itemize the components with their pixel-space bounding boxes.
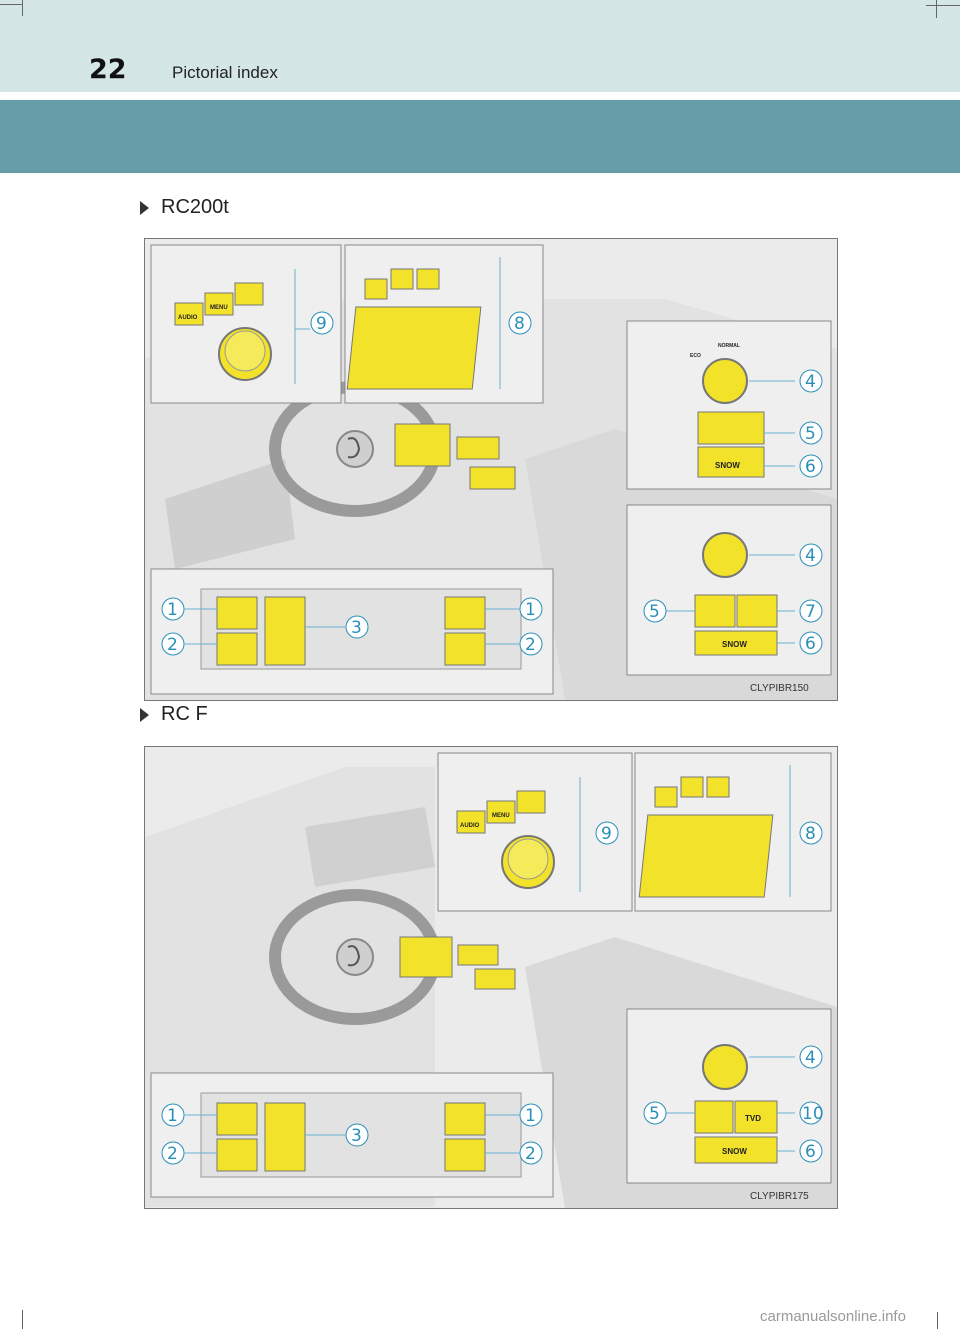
callout-8: 8 <box>514 314 525 334</box>
snow-button-label: SNOW <box>722 640 747 649</box>
callout-9: 9 <box>601 824 612 844</box>
menu-button-label: MENU <box>210 305 228 311</box>
callout-8: 8 <box>805 824 816 844</box>
callout-1: 1 <box>525 600 536 620</box>
section-band <box>0 100 960 173</box>
callout-2: 2 <box>167 635 178 655</box>
callout-5: 5 <box>805 424 816 444</box>
crop-mark <box>936 0 937 18</box>
callout-5: 5 <box>649 602 660 622</box>
callout-2: 2 <box>167 1144 178 1164</box>
callout-2: 2 <box>525 635 536 655</box>
crop-mark <box>22 0 23 16</box>
callout-9: 9 <box>316 314 327 334</box>
figure-code: CLYPIBR175 <box>750 1191 809 1202</box>
triangle-bullet-icon <box>140 707 149 722</box>
callout-1: 1 <box>167 1106 178 1126</box>
crop-mark <box>22 1310 23 1329</box>
crop-mark <box>0 4 22 5</box>
figure-code: CLYPIBR150 <box>750 683 809 694</box>
normal-label: NORMAL <box>718 343 740 349</box>
snow-button-label: SNOW <box>722 1147 747 1156</box>
callout-6: 6 <box>805 634 816 654</box>
section-heading-rcf: RC F <box>140 703 208 726</box>
callout-4: 4 <box>805 372 816 392</box>
eco-label: ECO <box>690 353 701 359</box>
callout-3: 3 <box>351 1126 362 1146</box>
illustration-rcf: AUDIO MENU 9 8 TVD SNOW 4 5 10 6 1 2 3 1 <box>144 746 838 1209</box>
tvd-button-label: TVD <box>745 1114 761 1123</box>
callout-1: 1 <box>167 600 178 620</box>
page-title: Pictorial index <box>172 63 278 82</box>
callout-7: 7 <box>805 602 816 622</box>
illustration-rc200t: AUDIO MENU 9 8 SNOW ECO NORMAL 4 5 6 SNO… <box>144 238 838 701</box>
callout-1: 1 <box>525 1106 536 1126</box>
menu-button-label: MENU <box>492 813 510 819</box>
footer-watermark: carmanualsonline.info <box>760 1308 906 1325</box>
snow-button-label: SNOW <box>715 461 740 470</box>
crop-mark <box>937 1312 938 1329</box>
crop-mark <box>926 5 960 6</box>
callout-4: 4 <box>805 546 816 566</box>
callout-4: 4 <box>805 1048 816 1068</box>
callout-3: 3 <box>351 618 362 638</box>
audio-button-label: AUDIO <box>460 823 480 829</box>
callout-10: 10 <box>802 1104 824 1124</box>
header-band <box>0 0 960 92</box>
triangle-bullet-icon <box>140 200 149 215</box>
audio-button-label: AUDIO <box>178 315 198 321</box>
callout-5: 5 <box>649 1104 660 1124</box>
section-heading-label: RC F <box>161 703 208 725</box>
page-number: 22 <box>89 54 127 85</box>
callout-6: 6 <box>805 457 816 477</box>
section-heading-rc200t: RC200t <box>140 196 229 219</box>
section-heading-label: RC200t <box>161 196 229 218</box>
callout-2: 2 <box>525 1144 536 1164</box>
callout-6: 6 <box>805 1142 816 1162</box>
